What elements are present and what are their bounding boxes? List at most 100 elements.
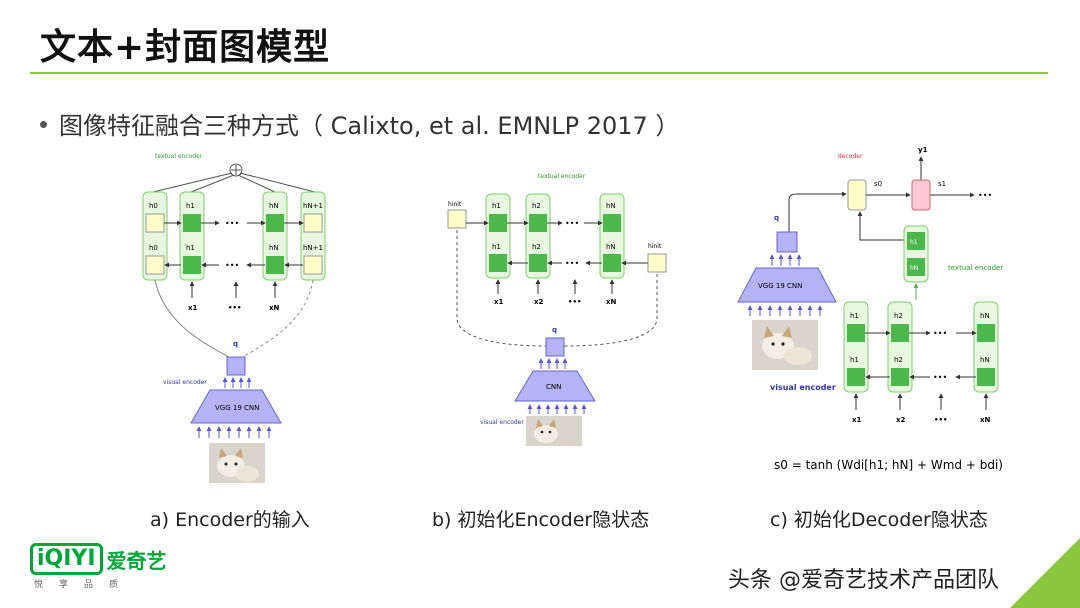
label-h2-top: h2 xyxy=(532,202,541,210)
label-h2-bottom: h2 xyxy=(532,243,541,251)
arrow-q-to-s0 xyxy=(788,191,847,232)
curve-q-to-hN1 xyxy=(241,279,314,359)
label-q: q xyxy=(774,214,779,222)
node-hN-fwd xyxy=(266,214,284,232)
dots-bottom: ••• xyxy=(933,373,947,382)
node-hN-concat xyxy=(907,258,925,276)
node-h2-fwd xyxy=(891,324,909,342)
textual-encoder-label: textual encoder xyxy=(948,264,1003,272)
caption-c: c) 初始化Decoder隐状态 xyxy=(770,509,988,531)
node-h2-bwd xyxy=(891,368,909,386)
figure-b-diagram: textual encoder hinit hinit h1 h2 hN h1 … xyxy=(447,173,667,446)
node-hN-bwd xyxy=(977,368,995,386)
node-h2-fwd xyxy=(529,214,547,232)
logo-slogan: 悦享品质 xyxy=(34,580,135,590)
curve-q-to-h0 xyxy=(154,279,231,359)
watermark: 头条 @爱奇艺技术产品团队 xyxy=(728,568,999,593)
node-s0 xyxy=(847,179,867,211)
label-hN-bottom: hN xyxy=(980,356,990,364)
node-h1-bwd xyxy=(183,256,201,274)
label-xdots: ••• xyxy=(228,304,241,312)
label-h1-top: h1 xyxy=(850,312,859,320)
label-xdots: ••• xyxy=(934,416,947,424)
label-h2-bottom: h2 xyxy=(894,356,903,364)
label-h1-top: h1 xyxy=(492,202,501,210)
label-hinit-left: hinit xyxy=(448,201,462,208)
cnn-label: VGG 19 CNN xyxy=(758,282,802,290)
node-hinit-left xyxy=(447,209,467,229)
label-hN-bottom: hN xyxy=(606,243,616,251)
label-hN1-bottom: hN+1 xyxy=(303,244,323,252)
cnn-label: CNN xyxy=(546,383,561,391)
arrow-mid-to-s0 xyxy=(857,211,904,241)
bullet-item: 图像特征融合三种方式（ Calixto, et al. EMNLP 2017 ） xyxy=(40,106,679,141)
label-hN-top: hN xyxy=(980,312,990,320)
label-h1-bottom: h1 xyxy=(186,244,195,252)
dashed-q-to-hinit-right xyxy=(563,274,658,347)
node-h0-bwd xyxy=(145,255,165,275)
label-y1: y1 xyxy=(918,146,928,154)
node-hinit-right xyxy=(647,253,667,273)
node-q xyxy=(776,231,798,253)
caption-a: a) Encoder的输入 xyxy=(150,509,310,531)
visual-encoder-label: visual encoder xyxy=(770,383,836,392)
label-xdots: ••• xyxy=(568,298,581,306)
label-x2: x2 xyxy=(534,298,544,306)
cnn-label: VGG 19 CNN xyxy=(215,404,259,412)
node-hN1-bwd xyxy=(303,255,323,275)
caption-b: b) 初始化Encoder隐状态 xyxy=(432,509,650,531)
bullet-text: 图像特征融合三种方式（ Calixto, et al. EMNLP 2017 ） xyxy=(59,112,680,140)
label-h1-bottom: h1 xyxy=(492,243,501,251)
node-q xyxy=(226,356,246,376)
node-h0-fwd xyxy=(145,213,165,233)
node-hN-bwd xyxy=(266,256,284,274)
label-hN1-top: hN+1 xyxy=(303,202,323,210)
dots-top: ••• xyxy=(933,329,947,338)
node-hN-fwd xyxy=(603,214,621,232)
label-q: q xyxy=(233,340,238,348)
dashed-q-to-hinit-left xyxy=(456,230,547,347)
dots-bottom: ••• xyxy=(225,261,239,270)
cat-image xyxy=(752,320,818,370)
label-xN: xN xyxy=(606,298,617,306)
figure-c-diagram: decoder y1 s0 s1 ••• h1 hN textual encod… xyxy=(737,146,1003,472)
label-x2: x2 xyxy=(896,416,906,424)
cnn-trapezoid xyxy=(514,370,596,402)
dots-top: ••• xyxy=(225,219,239,228)
node-hN-bwd xyxy=(603,254,621,272)
cat-image xyxy=(526,416,582,446)
label-xN: xN xyxy=(269,304,280,312)
label-hN-bottom: hN xyxy=(269,244,279,252)
label-hN-concat: hN xyxy=(910,265,918,272)
label-hN-top: hN xyxy=(269,202,279,210)
label-h0-bottom: h0 xyxy=(149,244,158,252)
label-h0-top: h0 xyxy=(149,202,158,210)
decoder-label: decoder xyxy=(838,153,863,160)
node-h1-fwd xyxy=(183,214,201,232)
textual-encoder-label: textual encoder xyxy=(155,153,203,160)
label-h1-concat: h1 xyxy=(910,239,918,246)
label-s0: s0 xyxy=(874,180,882,188)
label-q: q xyxy=(552,326,557,334)
node-h1-bwd xyxy=(489,254,507,272)
node-h1-fwd xyxy=(847,324,865,342)
cnn-trapezoid xyxy=(190,389,282,424)
node-s1 xyxy=(911,179,931,211)
logo-mark: iQIYI xyxy=(30,543,103,575)
node-h1-fwd xyxy=(489,214,507,232)
corner-decoration xyxy=(1010,538,1080,608)
node-h1-bwd xyxy=(847,368,865,386)
label-x1: x1 xyxy=(494,298,504,306)
node-h2-bwd xyxy=(529,254,547,272)
label-x1: x1 xyxy=(852,416,862,424)
label-hN-top: hN xyxy=(606,202,616,210)
cnn-trapezoid xyxy=(737,267,837,303)
label-hinit-right: hinit xyxy=(648,243,662,250)
logo-name: 爱奇艺 xyxy=(106,548,167,573)
title-divider xyxy=(30,72,1048,74)
label-h1-bottom: h1 xyxy=(850,356,859,364)
cat-image xyxy=(209,443,265,483)
node-q xyxy=(545,337,565,357)
textual-encoder-label: textual encoder xyxy=(538,173,586,180)
